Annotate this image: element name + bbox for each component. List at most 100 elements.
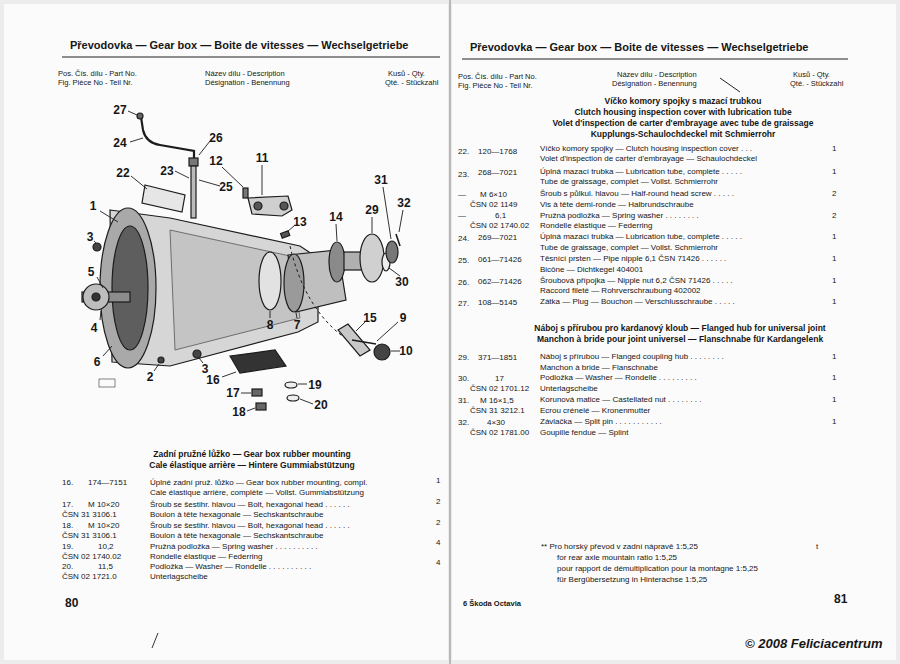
footnote: ** Pro horský převod v zadní nápravě 1:5… [541,543,698,551]
column-header: Fig. Pièce No - Teil Nr. [58,79,132,87]
table-cell: 20. [62,563,73,571]
rubber-mount [230,350,286,373]
table-cell: Vis à tête demi-ronde — Halbrundschraube [540,201,694,209]
table-cell: 27. [458,300,469,308]
table-cell: 108—5145 [478,299,517,307]
table-cell: Boulon à tête hexagonale — Sechskantschr… [150,532,323,540]
table-cell: Tube de graissage, complet — Vollst. Sch… [540,178,718,186]
table-cell: 1 [832,374,836,382]
bolt [256,403,266,410]
table-cell: ČSN 02 1701.12 [470,385,529,393]
table-cell: Úplné zadní pruž. lůžko — Gear box rubbe… [150,479,367,487]
table-cell: M 16×1,5 [480,397,514,405]
table-cell: 16. [62,479,73,487]
bell-opening [112,226,148,350]
table-cell: Cale élastique arrière, complète — Volls… [150,489,364,497]
plug [158,357,164,363]
selector-eye [280,202,288,210]
callout-number: 4 [91,322,98,334]
callout-number: 29 [365,204,378,216]
lubrication-tube [141,117,194,158]
column-header: Fig. Pièce No - Teil Nr. [458,82,532,90]
callout-number: 19 [308,379,321,391]
table-cell: Šroub s půlkul. hlavou — Half-round head… [540,190,734,198]
small-bolt [281,231,290,238]
callout-number: 25 [219,181,232,193]
page-number: 80 [65,597,78,609]
left-page [4,4,448,660]
column-header: Pos. Čís. dílu - Part No. [458,73,537,81]
column-header: Kusů - Qty. [388,70,425,78]
callout-number: 9 [400,312,407,324]
callout-number: 26 [209,132,222,144]
table-cell: 1 [832,298,836,306]
leader-lines [94,111,403,411]
table-cell: 1 [832,255,836,263]
gasket [259,252,281,310]
callout-number: 24 [113,137,126,149]
section-heading: Cale élastique arrière — Hintere Gummiab… [149,461,354,470]
table-cell: 32. [458,419,469,427]
table-cell: Víčko komory spojky — Clutch housing ins… [540,145,752,153]
section-heading: Volet d'inspection de carter d'embrayage… [553,119,814,128]
table-cell: Boulon à tête hexagonale — Sechskantschr… [150,511,323,519]
table-cell: 371—1851 [478,354,517,362]
watermark: © 2008 Feliciacentrum [745,637,882,650]
table-cell: 2 [832,190,836,198]
table-cell: 1 [832,418,836,426]
callout-number: 23 [160,165,173,177]
stray-mark [720,78,740,92]
table-cell: Pružná podložka — Spring washer . . . . … [540,212,699,220]
split-pin [396,234,400,246]
table-cell: 6,1 [495,212,506,220]
footnote: for rear axle mountain ratio 1:5,25 [557,554,677,562]
table-cell: Šroub se šestihr. hlavou — Bolt, hexagon… [150,501,350,509]
right-page [452,4,896,660]
bolt [252,389,262,396]
section-heading: Kupplungs-Schaulochdeckel mit Schmierroh… [591,130,776,139]
callout-number: 7 [294,319,301,331]
tube-plug [137,113,143,119]
drive-tube [352,340,376,344]
table-cell: 1 [832,353,836,361]
table-cell: Úplná mazací trubka — Lubrication tube, … [540,233,742,241]
callout-number: 14 [329,211,342,223]
table-cell: 1 [436,477,440,485]
table-cell: Goupille fendue — Splint [540,429,629,437]
column-header: Název dílu - Description [205,70,285,78]
tube-end [191,166,196,218]
callout-number: 11 [256,152,269,164]
table-cell: ČSN 31 3106.1 [62,511,117,519]
table-cell: 269—7021 [478,234,517,242]
table-cell: Náboj s přírubou — Flanged coupling hub … [540,353,724,361]
table-cell: Unterlagscheibe [150,573,208,581]
table-cell: 22. [458,148,469,156]
table-cell: 26. [458,279,469,287]
footnote: t [816,543,818,551]
table-cell: 30. [458,375,469,383]
table-cell: — [458,191,466,199]
table-cell: Pružná podložka — Spring washer . . . . … [150,543,318,551]
table-cell: 23. [458,171,469,179]
table-cell: Těsnící prsten — Pipe nipple 6,1 ČSN 714… [540,255,726,263]
page-header: Převodovka — Gear box — Boite de vitesse… [470,42,808,53]
table-cell: Manchon à bride — Flanschnabe [540,364,658,372]
table-cell: Unterlagscheibe [540,385,598,393]
bell-flange [100,208,156,368]
table-cell: 18. [62,522,73,530]
table-cell: 17 [495,375,504,383]
table-cell: ČSN 02 1740.02 [62,553,121,561]
flanged-hub [360,234,384,282]
table-cell: Podložka — Washer — Rondelle . . . . . .… [540,374,697,382]
table-cell: 2 [436,519,440,527]
table-cell: 4 [436,559,440,567]
callout-number: 3 [87,231,94,243]
knob [374,344,390,360]
shaft-centre [92,293,100,301]
selector-eye [254,202,262,210]
table-cell: 174—7151 [88,479,127,487]
pencil-mark [152,633,158,648]
callout-number: 20 [314,399,327,411]
